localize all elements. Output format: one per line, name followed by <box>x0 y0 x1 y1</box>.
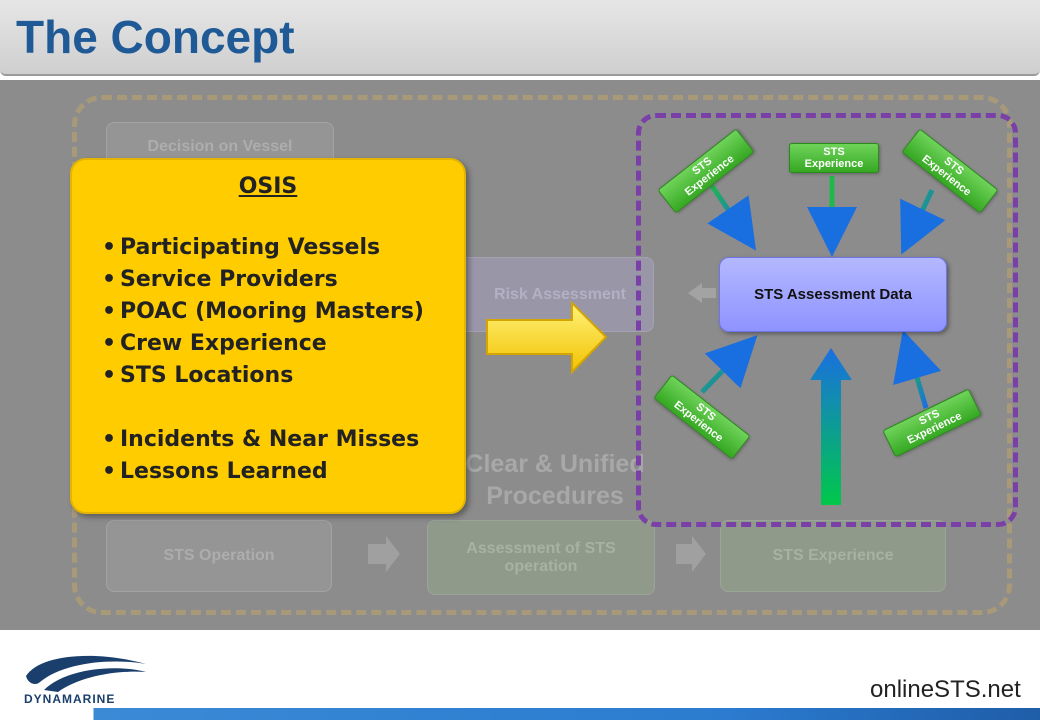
procedures-label: Clear & Unified Procedures <box>465 450 645 510</box>
title-bar: The Concept <box>0 0 1040 76</box>
sts-assessment-data-label: STS Assessment Data <box>754 286 912 303</box>
faded-arrow-right <box>676 536 706 572</box>
osis-title: OSIS <box>238 174 298 199</box>
experience-arrow <box>900 188 946 255</box>
osis-item: Lessons Learned <box>102 456 424 488</box>
sts-experience-tag: STS Experience <box>789 143 879 173</box>
footer-bar <box>0 708 1040 720</box>
big-up-arrow <box>810 348 852 505</box>
assessment-of-operation-label: Assessment of STS operation <box>466 539 616 575</box>
experience-arrow <box>893 330 942 409</box>
osis-item: STS Locations <box>102 360 424 392</box>
sts-experience-box: STS Experience <box>720 520 946 592</box>
sts-assessment-data-box: STS Assessment Data <box>719 257 947 332</box>
sts-operation-label: STS Operation <box>163 547 275 564</box>
decision-on-vessel-label: Decision on Vessel <box>147 138 293 155</box>
osis-callout: OSIS Participating Vessels Service Provi… <box>70 158 466 514</box>
osis-item: Participating Vessels <box>102 232 424 264</box>
osis-item: Crew Experience <box>102 328 424 360</box>
experience-arrow <box>707 184 757 251</box>
osis-list: Participating Vessels Service Providers … <box>102 232 424 488</box>
dynamarine-logo-text: DYNAMARINE <box>24 692 116 706</box>
website-label: onlineSTS.net <box>870 676 1021 703</box>
slide-title: The Concept <box>16 11 295 63</box>
faded-arrow-right <box>368 536 400 572</box>
osis-item: Service Providers <box>102 264 424 296</box>
osis-item: Incidents & Near Misses <box>102 424 424 456</box>
osis-item: POAC (Mooring Masters) <box>102 296 424 328</box>
yellow-arrow <box>486 300 608 375</box>
faded-arrow-left <box>688 283 716 303</box>
sts-experience-label: STS Experience <box>772 547 894 564</box>
assessment-dashed-frame <box>636 113 1018 527</box>
assessment-of-operation-box: Assessment of STS operation <box>427 520 655 595</box>
experience-arrow <box>700 335 758 394</box>
sts-operation-box: STS Operation <box>106 520 332 592</box>
risk-assessment-label: Risk Assessment <box>494 285 626 303</box>
